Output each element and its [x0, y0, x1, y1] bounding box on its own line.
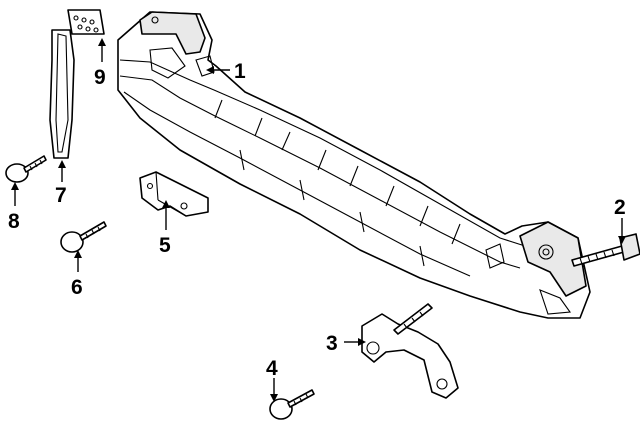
side-bracket	[49, 29, 75, 159]
callout-1: 1	[234, 60, 246, 83]
screw-8	[5, 155, 47, 183]
retainer-clip	[67, 9, 105, 35]
screw-6	[60, 221, 107, 253]
leader-lines	[11, 38, 626, 402]
lower-bracket-3	[361, 303, 459, 399]
callout-8: 8	[8, 210, 20, 233]
bolt-2	[571, 233, 640, 267]
reinforcement-beam	[117, 11, 591, 319]
callout-4: 4	[266, 357, 278, 380]
angle-bracket-5	[139, 171, 209, 217]
callout-7: 7	[55, 184, 67, 207]
callout-3: 3	[326, 332, 338, 355]
callout-5: 5	[159, 234, 171, 257]
callout-9: 9	[94, 66, 106, 89]
screw-4	[269, 389, 315, 420]
callout-6: 6	[71, 276, 83, 299]
callout-2: 2	[614, 196, 626, 219]
